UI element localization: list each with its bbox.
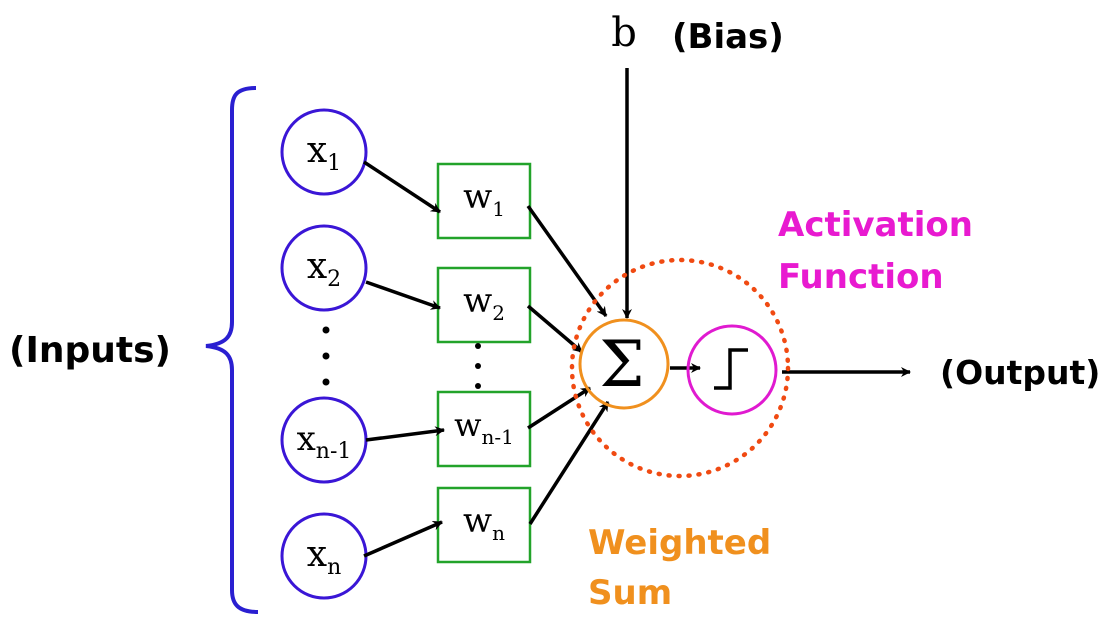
weight-n-1-base: w [454, 406, 481, 444]
neuron-dotted-boundary [569, 257, 791, 479]
weight-box-n: wn [436, 486, 532, 564]
inputs-label: (Inputs) [9, 330, 171, 371]
svg-text:x1: x1 [307, 130, 341, 176]
input-n-sub: n [327, 555, 341, 580]
step-function-icon [714, 348, 748, 390]
input-n-1-sub: n-1 [316, 439, 352, 464]
arrow-xn-wn [363, 520, 443, 558]
sum-node [578, 318, 670, 410]
weighted-sum-label-line2: Sum [588, 573, 672, 613]
input-n-1-base: x [297, 419, 316, 459]
arrow-wn1-sum [527, 386, 591, 430]
svg-text:w2: w2 [463, 281, 505, 325]
sigma-symbol: Σ [599, 328, 644, 402]
arrow-x2-w2 [365, 280, 441, 310]
svg-text:wn: wn [463, 501, 505, 545]
arrow-xn1-wn1 [365, 426, 445, 442]
weight-n-1-sub: n-1 [482, 425, 514, 449]
weight-box-2: w2 [436, 266, 532, 344]
weight-2-base: w [463, 281, 492, 321]
input-node-2: x2 [280, 224, 368, 312]
weight-box-1: w1 [436, 162, 532, 240]
input-dots [322, 326, 330, 386]
output-label: (Output) [940, 353, 1100, 392]
weight-n-base: w [463, 501, 492, 541]
svg-text:xn-1: xn-1 [297, 419, 352, 464]
input-node-n-1: xn-1 [280, 396, 368, 484]
bias-label: (Bias) [672, 17, 784, 57]
input-node-1: x1 [280, 108, 368, 196]
input-n-base: x [307, 534, 327, 575]
weight-n-sub: n [492, 521, 505, 545]
activation-label-line1: Activation [778, 205, 973, 245]
activation-node [686, 324, 778, 416]
input-node-n: xn [280, 512, 368, 600]
weight-1-base: w [463, 177, 492, 217]
svg-text:wn-1: wn-1 [454, 406, 514, 449]
input-2-sub: 2 [327, 267, 341, 292]
activation-label-line2: Function [778, 257, 944, 297]
input-1-base: x [307, 130, 327, 171]
weight-2-sub: 2 [492, 301, 505, 325]
weight-dots [475, 343, 481, 389]
arrow-w1-sum [526, 204, 608, 318]
weight-box-n-1: wn-1 [436, 390, 532, 468]
svg-text:x2: x2 [307, 246, 341, 292]
arrow-wn-sum [528, 401, 610, 525]
input-1-sub: 1 [327, 151, 341, 176]
input-2-base: x [307, 246, 327, 287]
svg-text:w1: w1 [463, 177, 505, 221]
weighted-sum-label-line1: Weighted [588, 523, 771, 563]
bias-symbol: b [611, 10, 637, 56]
inputs-brace [205, 86, 259, 614]
arrow-x1-w1 [363, 160, 441, 214]
svg-text:xn: xn [307, 534, 341, 580]
weight-1-sub: 1 [492, 197, 505, 221]
